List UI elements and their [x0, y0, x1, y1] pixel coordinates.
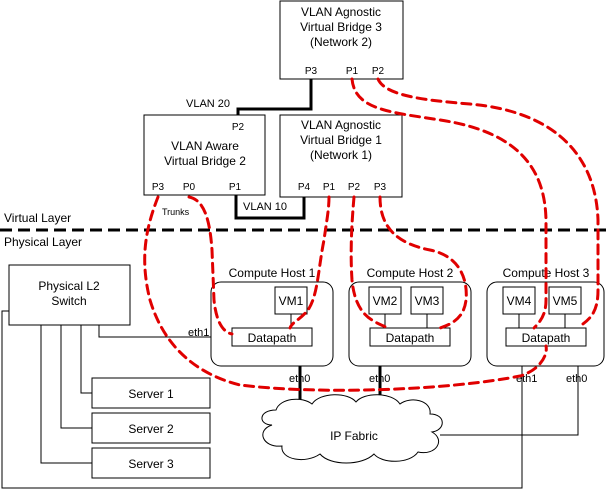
server-1[interactable]: Server 1: [91, 377, 211, 409]
bridge3-port-p2: P2: [372, 66, 385, 77]
overlay-paths: [143, 77, 600, 392]
vlan20-label: VLAN 20: [186, 98, 230, 110]
host2-eth0-label: eth0: [369, 373, 390, 385]
virtual-bridge-3[interactable]: VLAN Agnostic Virtual Bridge 3 (Network …: [279, 0, 404, 80]
vm5-label: VM5: [553, 294, 578, 308]
bridge2-title-line2: Virtual Bridge 2: [164, 154, 246, 168]
vm1-box[interactable]: [274, 286, 308, 315]
bridge2-port-p1: P1: [229, 182, 242, 193]
host3-eth0-link: [440, 366, 579, 436]
server-3-label: Server 3: [128, 457, 174, 471]
server-2[interactable]: Server 2: [91, 412, 211, 444]
virtual-bridge-2[interactable]: P2 VLAN Aware Virtual Bridge 2 P3 P0 P1: [143, 114, 266, 196]
host1-datapath-label: Datapath: [248, 331, 297, 345]
trunks-label: Trunks: [162, 207, 190, 217]
host1-title: Compute Host 1: [229, 266, 316, 280]
bridge2-title-line1: VLAN Aware: [171, 139, 239, 153]
vm1-label: VM1: [279, 294, 304, 308]
overlay-p3-vm3: [378, 195, 468, 330]
vm5-box[interactable]: [548, 286, 582, 315]
switch-eth1-link: [98, 325, 232, 338]
bridge2-port-p2: P2: [232, 122, 245, 133]
switch-title-line2: Switch: [51, 294, 86, 308]
host1-datapath[interactable]: [231, 327, 313, 347]
bridge1-port-p4: P4: [298, 182, 311, 193]
overlay-p0-host1: [187, 195, 234, 336]
vlan10-link: [234, 195, 306, 220]
host1-eth0-label: eth0: [289, 373, 310, 385]
bridge1-title-line3: (Network 1): [310, 148, 372, 162]
bridge3-port-p1: P1: [346, 66, 359, 77]
bridge2-port-p3: P3: [152, 182, 165, 193]
switch-server3-link: [40, 325, 92, 464]
bridge3-title-line3: (Network 2): [310, 35, 372, 49]
virtual-layer-label: Virtual Layer: [4, 211, 71, 225]
compute-host-2[interactable]: Compute Host 2 VM2 VM3 Datapath: [348, 266, 472, 367]
bridge1-title-line1: VLAN Agnostic: [301, 118, 381, 132]
vm4-label: VM4: [507, 294, 532, 308]
overlay-p1-vm1: [288, 195, 331, 330]
physical-l2-switch[interactable]: Physical L2 Switch: [8, 264, 131, 326]
vm2-label: VM2: [373, 294, 398, 308]
bridge1-port-p3: P3: [374, 182, 387, 193]
bridge1-port-p1: P1: [323, 182, 336, 193]
bridge1-title-line2: Virtual Bridge 1: [300, 133, 382, 147]
overlay-p2-vm2: [349, 195, 390, 330]
server-3[interactable]: Server 3: [91, 447, 211, 479]
host3-eth1-link: [1, 310, 523, 489]
host2-title: Compute Host 2: [367, 266, 454, 280]
vm3-box[interactable]: [410, 286, 444, 315]
server-2-label: Server 2: [128, 422, 174, 436]
bridge3-title-line1: VLAN Agnostic: [301, 5, 381, 19]
switch-title-line1: Physical L2: [38, 279, 100, 293]
ip-fabric-cloud[interactable]: IP Fabric: [261, 394, 443, 464]
vm3-label: VM3: [415, 294, 440, 308]
server-1-label: Server 1: [128, 387, 174, 401]
bridge3-port-p3: P3: [305, 66, 318, 77]
physical-layer-label: Physical Layer: [4, 235, 82, 249]
physical-links: [1, 79, 579, 489]
host3-datapath-label: Datapath: [522, 331, 571, 345]
overlay-b3p1-vm4: [350, 77, 548, 330]
host1-eth1-label: eth1: [188, 327, 209, 339]
compute-host-3[interactable]: Compute Host 3 VM4 VM5 Datapath: [486, 266, 605, 367]
switch-server2-link: [60, 325, 92, 429]
vlan20-link: [236, 79, 313, 115]
bridge2-port-p0: P0: [183, 182, 196, 193]
host2-datapath[interactable]: [369, 327, 451, 347]
compute-host-1[interactable]: Compute Host 1 VM1 Datapath: [210, 266, 334, 367]
virtual-bridge-1[interactable]: VLAN Agnostic Virtual Bridge 1 (Network …: [279, 114, 403, 198]
vlan10-label: VLAN 10: [243, 201, 287, 213]
host2-datapath-label: Datapath: [386, 331, 435, 345]
overlay-p3-host3: [143, 195, 548, 392]
overlay-b3p2-vm5: [376, 77, 600, 328]
bridge3-title-line2: Virtual Bridge 3: [300, 20, 382, 34]
switch-server1-link: [80, 325, 92, 394]
ip-fabric-label: IP Fabric: [330, 429, 378, 443]
host3-eth0-label: eth0: [566, 373, 587, 385]
bridge1-port-p2: P2: [348, 182, 361, 193]
